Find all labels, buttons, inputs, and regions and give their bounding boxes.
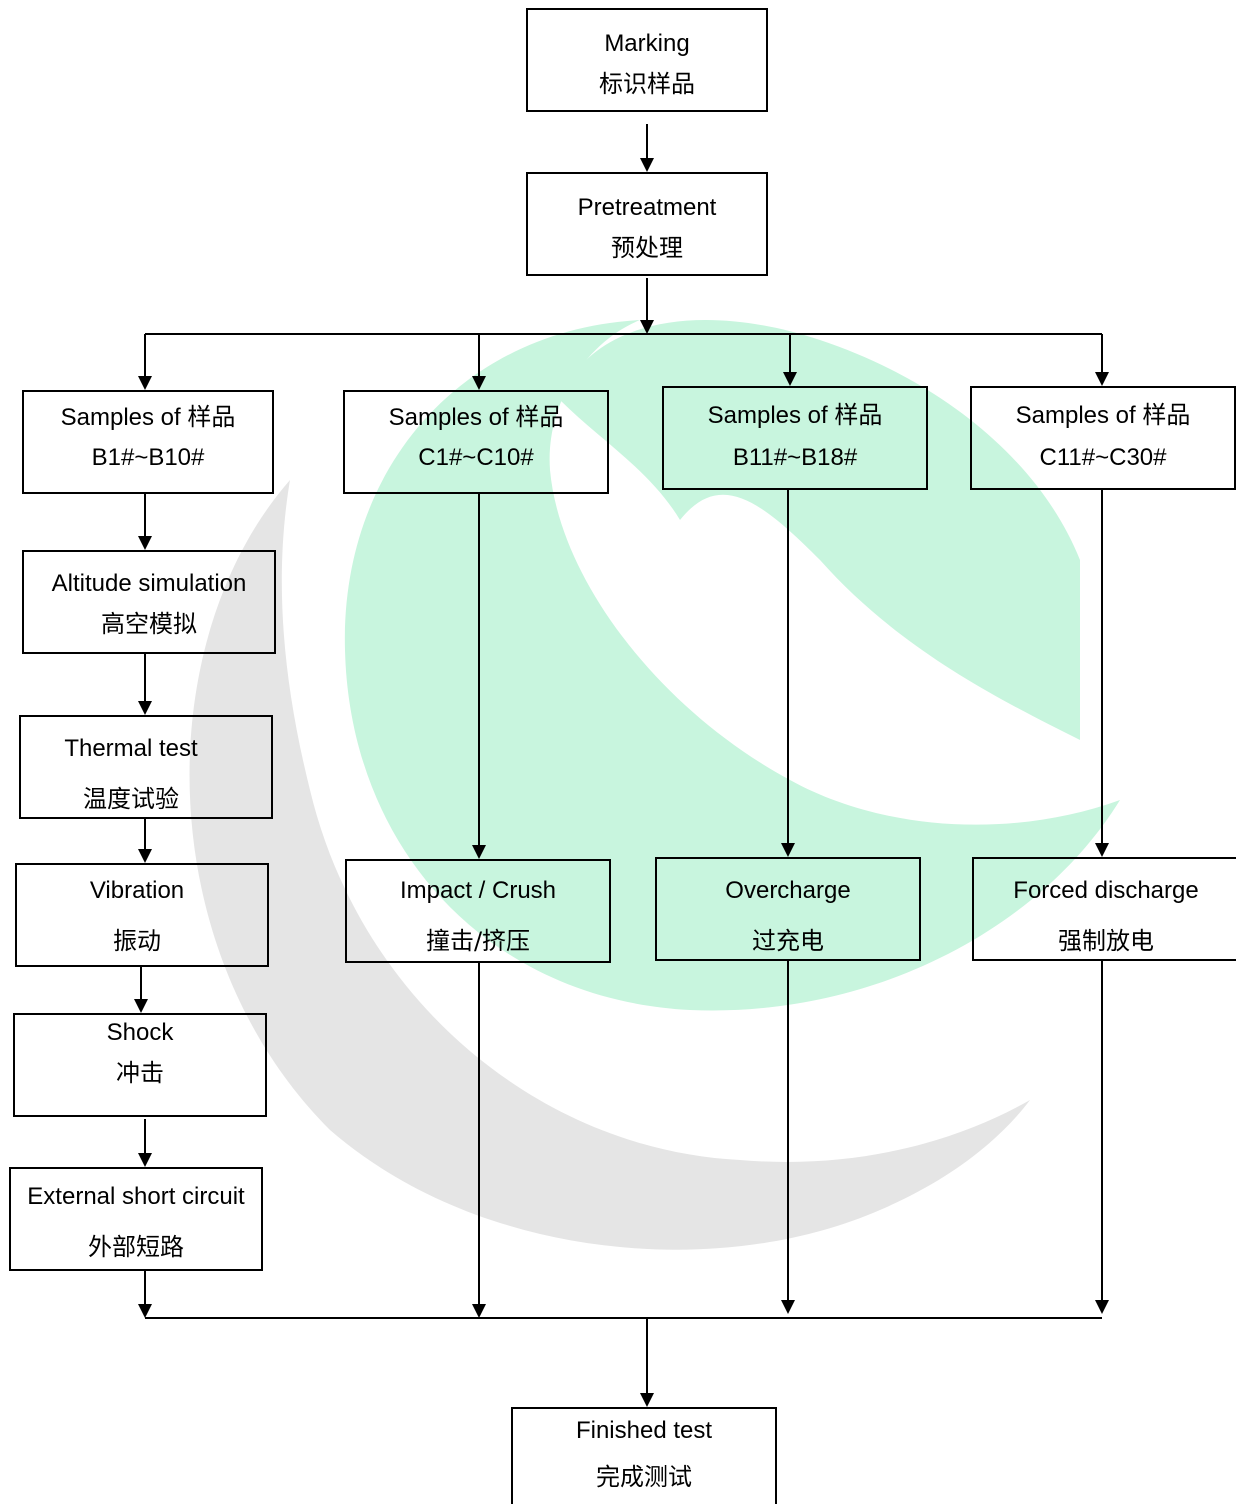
- node-overcharge-cn: 过充电: [752, 927, 824, 955]
- node-external-short-circuit-en: External short circuit: [27, 1183, 245, 1210]
- node-impact-crush-en: Impact / Crush: [399, 877, 557, 904]
- node-forced-discharge-cn: 强制放电: [1058, 927, 1154, 955]
- node-shock: Shock 冲击: [13, 1013, 267, 1117]
- node-samples-b1-b10-en: Samples of 样品: [60, 404, 236, 431]
- node-marking-cn: 标识样品: [599, 70, 695, 98]
- arrowhead: [781, 843, 795, 857]
- node-finished-test-en: Finished test: [575, 1417, 713, 1444]
- arrowhead: [138, 849, 152, 863]
- node-marking-en: Marking: [604, 30, 690, 57]
- node-samples-c1-c10-range: C1#~C10#: [418, 444, 534, 471]
- node-samples-b1-b10: Samples of 样品 B1#~B10#: [22, 390, 274, 494]
- node-thermal-test: Thermal test 温度试验: [19, 715, 273, 819]
- arrowhead: [138, 1304, 152, 1318]
- node-pretreatment-en: Pretreatment: [577, 194, 717, 221]
- node-samples-b11-b18: Samples of 样品 B11#~B18#: [662, 386, 928, 490]
- node-thermal-test-en: Thermal test: [64, 735, 198, 762]
- node-marking: Marking 标识样品: [526, 8, 768, 112]
- node-samples-c1-c10: Samples of 样品 C1#~C10#: [343, 390, 609, 494]
- node-altitude-simulation: Altitude simulation 高空模拟: [22, 550, 276, 654]
- node-external-short-circuit: External short circuit 外部短路: [9, 1167, 263, 1271]
- node-vibration: Vibration 振动: [15, 863, 269, 967]
- node-overcharge: Overcharge 过充电: [655, 857, 921, 961]
- node-pretreatment: Pretreatment 预处理: [526, 172, 768, 276]
- node-altitude-simulation-en: Altitude simulation: [51, 570, 247, 597]
- node-finished-test: Finished test 完成测试: [511, 1407, 777, 1504]
- arrowhead: [781, 1300, 795, 1314]
- arrowhead: [783, 372, 797, 386]
- node-thermal-test-cn: 温度试验: [83, 785, 179, 813]
- node-samples-c11-c30-range: C11#~C30#: [1039, 444, 1167, 471]
- arrowhead: [1095, 1300, 1109, 1314]
- node-vibration-en: Vibration: [89, 877, 185, 904]
- node-samples-c11-c30-en: Samples of 样品: [1015, 402, 1191, 429]
- node-samples-b11-b18-en: Samples of 样品: [707, 402, 883, 429]
- arrowhead: [472, 845, 486, 859]
- node-finished-test-cn: 完成测试: [596, 1463, 692, 1491]
- node-vibration-cn: 振动: [113, 927, 161, 955]
- arrowhead: [472, 1304, 486, 1318]
- arrowhead: [134, 999, 148, 1013]
- arrowhead: [138, 1153, 152, 1167]
- node-overcharge-en: Overcharge: [725, 877, 851, 904]
- arrowhead: [640, 158, 654, 172]
- watermark-green-swoosh: [560, 320, 1080, 740]
- node-forced-discharge-en: Forced discharge: [1013, 877, 1199, 904]
- node-impact-crush-cn: 撞击/挤压: [425, 927, 531, 955]
- arrowhead: [640, 1393, 654, 1407]
- node-forced-discharge: Forced discharge 强制放电: [972, 857, 1236, 961]
- node-shock-cn: 冲击: [116, 1059, 164, 1087]
- node-samples-b11-b18-range: B11#~B18#: [732, 444, 858, 471]
- arrowhead: [138, 701, 152, 715]
- node-samples-b1-b10-range: B1#~B10#: [91, 444, 205, 471]
- node-samples-c11-c30: Samples of 样品 C11#~C30#: [970, 386, 1236, 490]
- arrowhead: [1095, 843, 1109, 857]
- arrowhead: [640, 320, 654, 334]
- arrowhead: [472, 376, 486, 390]
- node-pretreatment-cn: 预处理: [611, 234, 683, 262]
- arrowhead: [138, 376, 152, 390]
- arrowhead: [1095, 372, 1109, 386]
- arrowhead: [138, 536, 152, 550]
- node-shock-en: Shock: [106, 1019, 174, 1046]
- node-samples-c1-c10-en: Samples of 样品: [388, 404, 564, 431]
- node-external-short-circuit-cn: 外部短路: [88, 1233, 184, 1261]
- node-impact-crush: Impact / Crush 撞击/挤压: [345, 859, 611, 963]
- node-altitude-simulation-cn: 高空模拟: [101, 610, 197, 638]
